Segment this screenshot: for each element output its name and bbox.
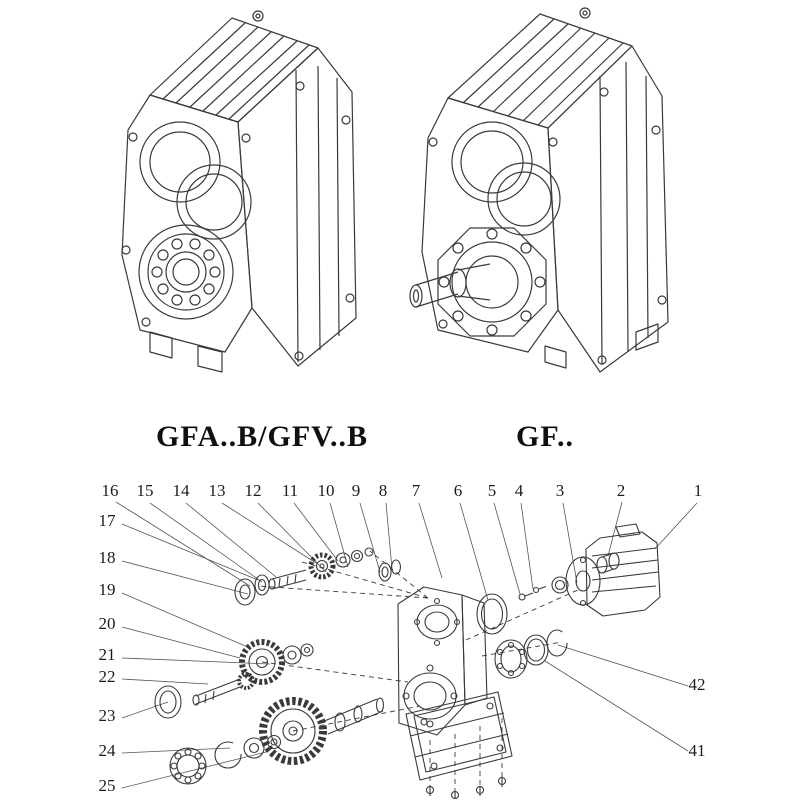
callout-23: 23 [98,706,116,725]
rib-cap [149,10,319,123]
side-slab [237,47,357,367]
motor [565,523,661,617]
callout-9: 9 [351,481,361,500]
leader-lines [115,501,698,789]
callout-16: 16 [101,481,119,500]
feet [544,323,659,369]
callout-41: 41 [688,741,706,760]
callout-2: 2 [616,481,626,500]
lower-bearing-set [169,734,282,785]
callout-22: 22 [98,667,116,686]
callout-5: 5 [487,481,497,500]
callout-21: 21 [98,645,116,664]
intermediate-gear-cluster [239,639,314,685]
output-shaft [409,263,491,308]
gasket-and-bolts [476,576,569,635]
callout-11: 11 [281,481,299,500]
callout-15: 15 [136,481,154,500]
rib-cap [447,7,633,129]
callout-24: 24 [98,741,116,760]
feet [149,331,223,373]
pinion-gear [237,672,255,690]
callout-19: 19 [98,580,116,599]
output-flange [437,227,547,337]
model-label-gf: GF.. [516,420,574,453]
gearbox-left-art [121,10,357,373]
callout-42: 42 [688,675,706,694]
exploded-art [115,501,698,800]
callout-12: 12 [244,481,262,500]
gear-bores [139,121,252,240]
callout-8: 8 [378,481,388,500]
seal-cap [154,685,182,719]
callout-20: 20 [98,614,116,633]
callout-6: 6 [453,481,463,500]
motor-side-rings [494,629,568,679]
output-bearing [138,224,234,320]
hollow-shaft [321,697,385,735]
big-gear [259,697,327,765]
upper-shaft-cluster [234,547,402,606]
callout-13: 13 [208,481,226,500]
callout-3: 3 [555,481,565,500]
gear-bores [451,121,561,236]
model-label-gfab: GFA..B/GFV..B [156,420,368,453]
cover-plate [405,691,513,800]
callout-4: 4 [514,481,524,500]
callout-17: 17 [98,511,116,530]
callout-18: 18 [98,548,116,567]
input-shaft [192,672,255,706]
gearbox-right-art [409,7,669,373]
callout-14: 14 [172,481,190,500]
small-gear [308,552,336,580]
mid-gear [239,639,285,685]
callout-10: 10 [317,481,335,500]
callout-25: 25 [98,776,116,795]
front-face [421,97,559,353]
callout-7: 7 [411,481,421,500]
callout-1: 1 [693,481,703,500]
side-slab [547,45,669,373]
housing [397,586,488,736]
